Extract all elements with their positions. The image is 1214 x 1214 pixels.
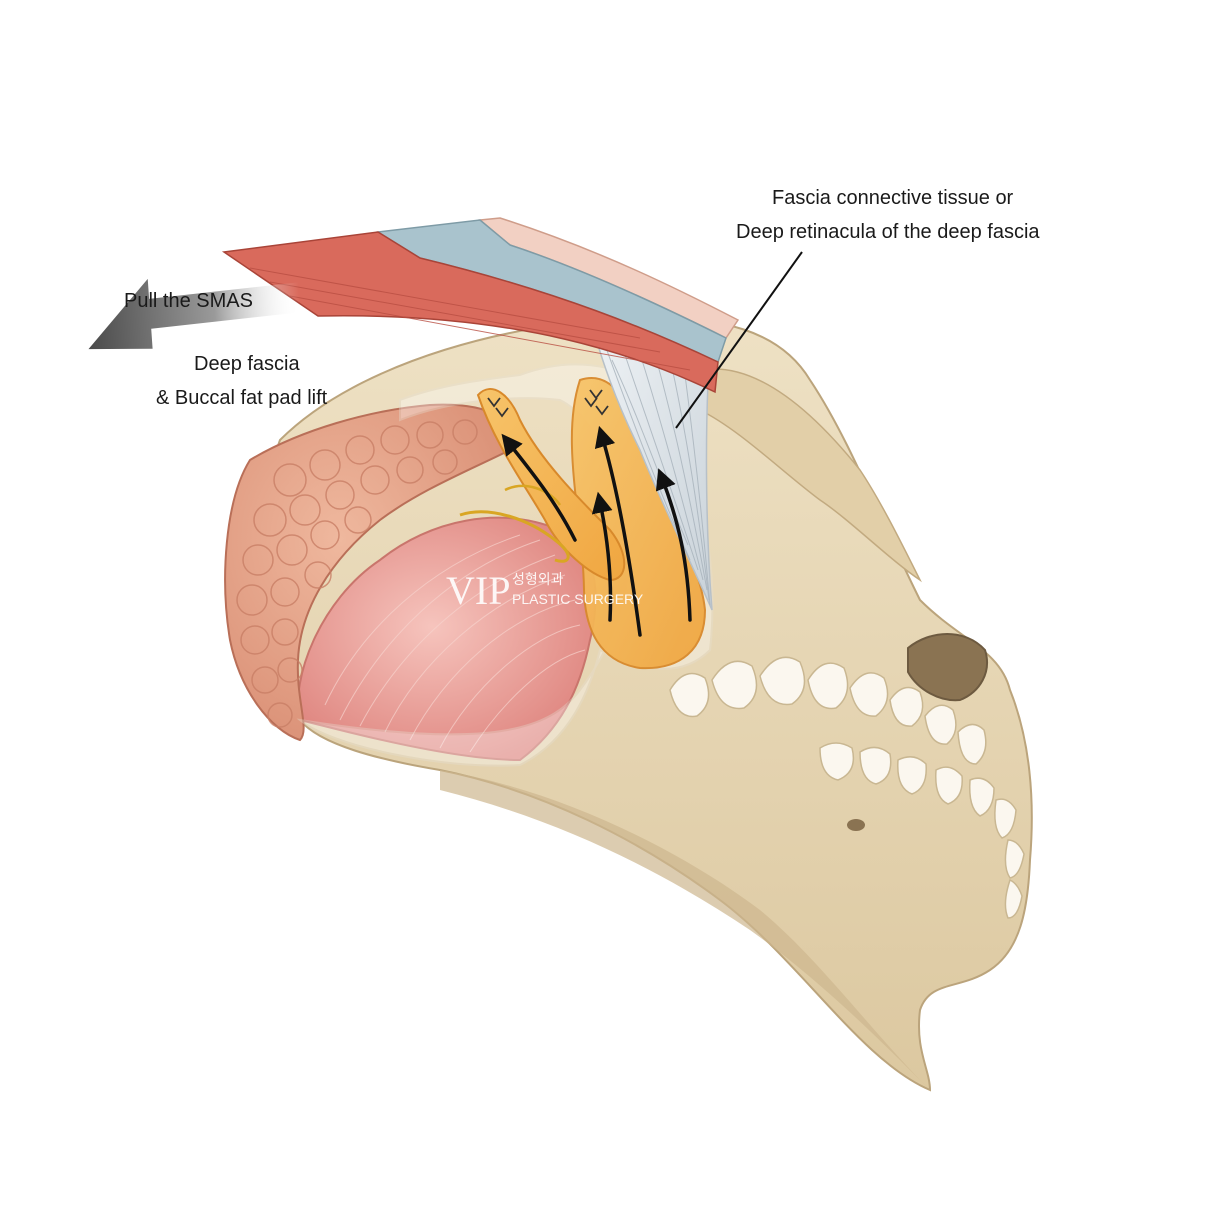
label-pull-smas: Pull the SMAS bbox=[124, 290, 253, 312]
lift-arrows bbox=[501, 425, 692, 637]
leader-line bbox=[675, 251, 803, 429]
label-connective-line2: Deep retinacula of the deep fascia bbox=[736, 221, 1040, 243]
upper-teeth bbox=[669, 656, 987, 765]
watermark-korean: 성형외과 bbox=[512, 571, 564, 587]
parotid-duct bbox=[459, 510, 570, 563]
muscle-layer bbox=[221, 231, 719, 394]
pull-arrow bbox=[88, 278, 301, 350]
label-connective-line1: Fascia connective tissue or bbox=[772, 187, 1014, 209]
lower-teeth bbox=[819, 742, 1025, 919]
watermark-logo: VIP bbox=[446, 568, 510, 613]
label-deep-fascia-line1: Deep fascia bbox=[194, 353, 300, 375]
suture-marks bbox=[487, 389, 609, 418]
parotid-gland bbox=[224, 403, 513, 742]
smas-layers bbox=[221, 217, 740, 394]
watermark: VIP 성형외과 PLASTIC SURGERY bbox=[446, 568, 644, 613]
label-deep-fascia-line2: & Buccal fat pad lift bbox=[156, 387, 328, 409]
watermark-english: PLASTIC SURGERY bbox=[512, 591, 644, 607]
skull-bone bbox=[261, 316, 1033, 1092]
